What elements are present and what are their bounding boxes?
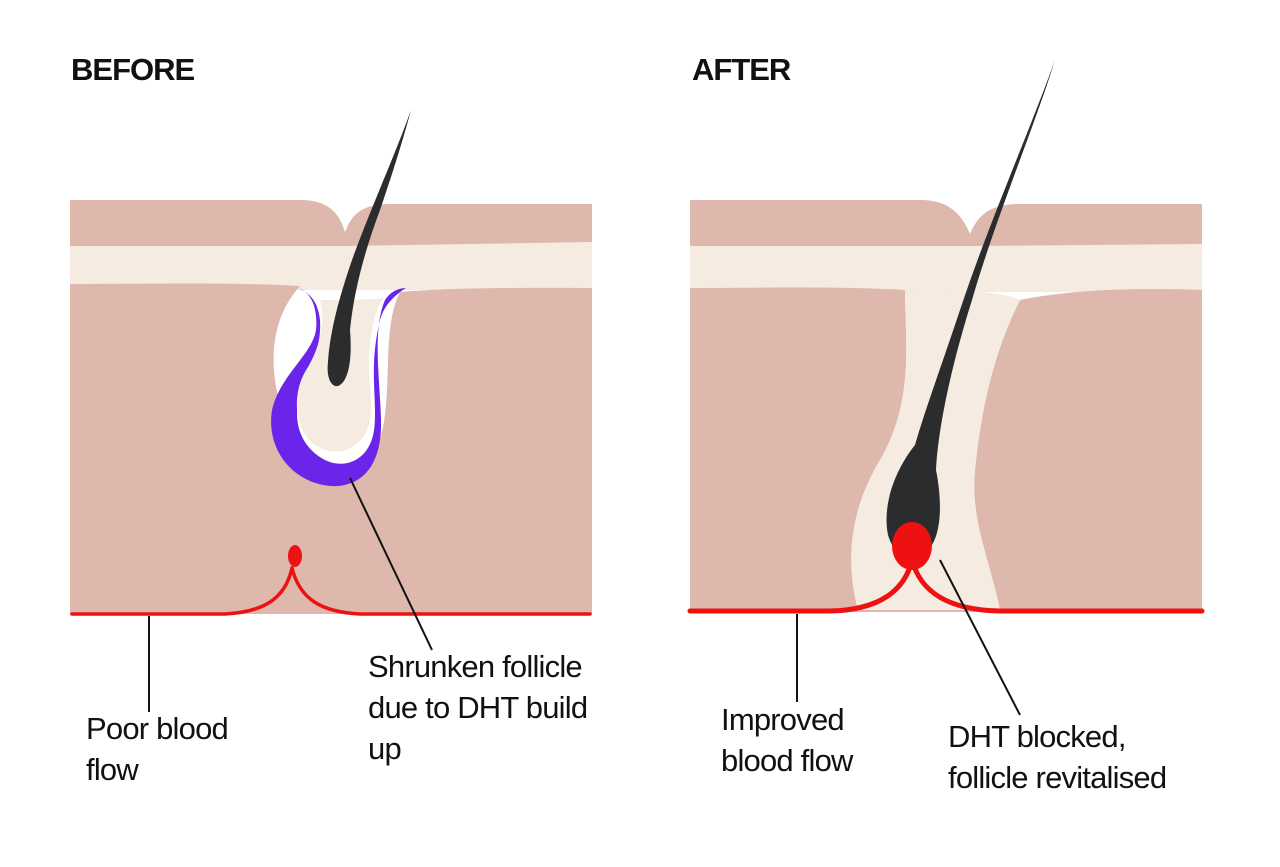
before-blood-flow-line-1: Poor blood [86, 711, 229, 746]
before-follicle-label: Shrunken follicle due to DHT build up [368, 646, 588, 769]
before-blood-vessel [70, 566, 294, 616]
after-blood-flow-label: Improved blood flow [721, 699, 853, 781]
before-dht-buildup [271, 288, 406, 487]
before-blood-vessel-right [290, 566, 592, 616]
before-blood-flow-label: Poor blood flow [86, 708, 229, 790]
after-capillary-bulb [892, 522, 932, 570]
after-light-band [690, 244, 1202, 292]
before-epidermis [70, 200, 592, 246]
before-follicle-line-3: up [368, 731, 402, 766]
before-follicle-line-1: Shrunken follicle [368, 649, 583, 684]
after-blood-flow-line-2: blood flow [721, 743, 853, 778]
before-dermis [70, 283, 592, 614]
after-follicle-leader [939, 559, 1021, 716]
before-follicle-line-2: due to DHT build [368, 690, 588, 725]
after-blood-vessel [687, 557, 915, 614]
after-epidermis [690, 200, 1202, 246]
before-panel [70, 110, 592, 712]
after-panel [687, 60, 1205, 716]
after-dermis [690, 287, 1202, 612]
after-follicle-line-1: DHT blocked, [948, 719, 1126, 754]
before-follicle-leader [349, 477, 433, 651]
after-follicle-line-2: follicle revitalised [948, 760, 1167, 795]
after-follicle-label: DHT blocked, follicle revitalised [948, 716, 1167, 798]
after-blood-vessel-right [909, 557, 1205, 614]
before-hair-shaft [327, 110, 411, 387]
before-light-band [70, 242, 592, 290]
before-blood-flow-line-2: flow [86, 752, 139, 787]
after-title: AFTER [692, 52, 791, 87]
before-title: BEFORE [71, 52, 195, 87]
after-blood-flow-line-1: Improved [721, 702, 845, 737]
before-capillary-loop [288, 545, 302, 567]
after-hair-shaft [886, 60, 1055, 558]
